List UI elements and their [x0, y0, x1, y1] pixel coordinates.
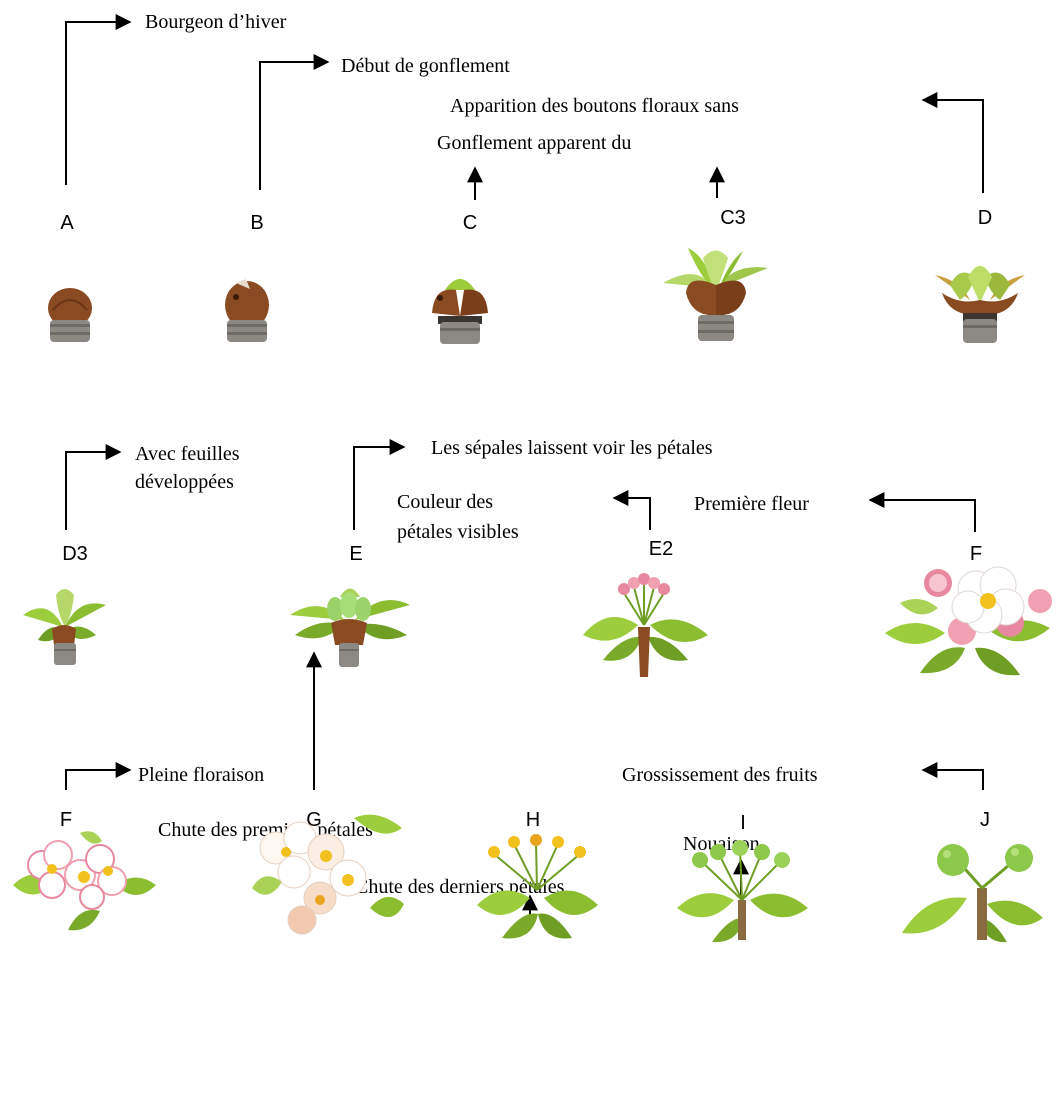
stage-label-i: I: [713, 812, 773, 834]
bud-a-icon: [35, 280, 105, 350]
arrow-e2: [614, 498, 650, 530]
stage-label-d: D: [955, 207, 1015, 229]
fruit-j-icon: [897, 838, 1047, 943]
stage-label-c: C: [440, 212, 500, 234]
stage-label-a: A: [37, 212, 97, 234]
bud-d3-icon: [18, 585, 110, 670]
flower-h-icon: [472, 830, 602, 942]
caption-couleur-2: pétales visibles: [397, 520, 519, 544]
caption-grossissement: Grossissement des fruits: [622, 763, 818, 787]
bud-e-icon: [285, 575, 415, 675]
caption-sepales: Les sépales laissent voir les pétales: [431, 436, 713, 460]
caption-gonflement: Gonflement apparent du: [437, 131, 631, 155]
stage-label-j: J: [955, 809, 1015, 831]
bud-b-icon: [212, 275, 282, 350]
stage-label-c3: C3: [703, 207, 763, 229]
bud-c3-icon: [658, 243, 773, 353]
caption-apparition: Apparition des boutons floraux sans: [450, 94, 739, 118]
arrow-a: [66, 22, 130, 185]
stage-label-f-top: F: [946, 543, 1006, 565]
caption-bourgeon: Bourgeon d’hiver: [145, 10, 286, 34]
arrow-f-connector: [66, 770, 130, 790]
caption-avec-feuilles-1: Avec feuilles: [135, 442, 240, 466]
arrow-f-top: [870, 500, 975, 532]
stage-label-b: B: [227, 212, 287, 234]
arrow-b: [260, 62, 328, 190]
caption-couleur-1: Couleur des: [397, 490, 493, 514]
bud-e2-icon: [578, 565, 713, 685]
arrow-d: [923, 100, 983, 193]
fruit-i-icon: [672, 838, 812, 943]
arrow-j-connector: [923, 770, 983, 790]
flower-f-top-icon: [880, 563, 1055, 683]
arrow-d3: [66, 452, 120, 530]
flower-g-icon: [242, 808, 407, 940]
stage-label-h: H: [503, 809, 563, 831]
caption-pleine: Pleine floraison: [138, 763, 264, 787]
bud-d-icon: [930, 255, 1030, 350]
caption-debut: Début de gonflement: [341, 54, 510, 78]
arrow-f-actual: [66, 770, 130, 792]
bud-c-icon: [420, 268, 500, 353]
caption-premiere: Première fleur: [694, 492, 809, 516]
caption-avec-feuilles-2: développées: [135, 470, 234, 494]
flower-f-icon: [8, 825, 160, 935]
arrow-e: [354, 447, 404, 530]
stage-label-e: E: [326, 543, 386, 565]
stage-label-d3: D3: [45, 543, 105, 565]
stage-label-e2: E2: [631, 538, 691, 560]
